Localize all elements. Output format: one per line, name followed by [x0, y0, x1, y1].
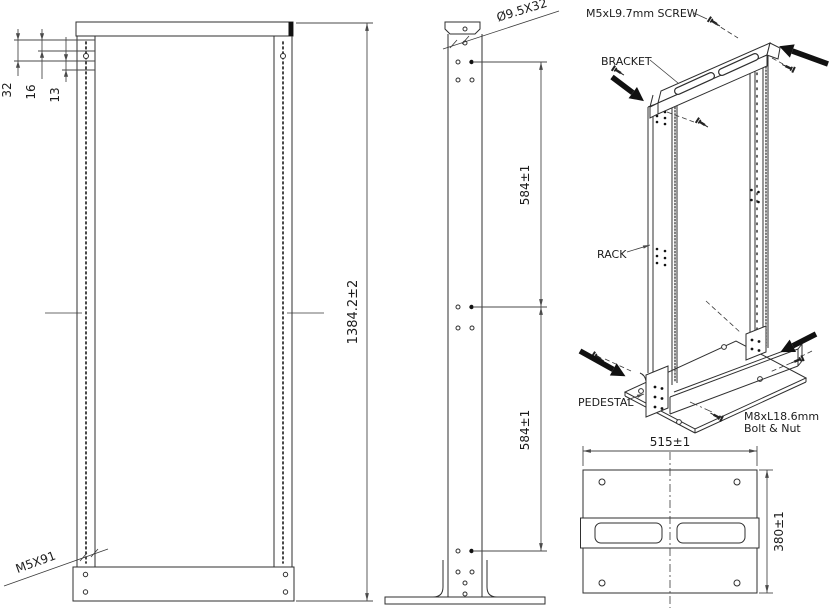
bolt-icon-bottom-right — [788, 354, 805, 368]
dimension-hole-pitch: 32 16 13 — [0, 29, 95, 103]
dim-label-16: 16 — [24, 84, 38, 99]
iso-left-post — [647, 95, 678, 390]
bottom-slot-right — [676, 522, 746, 544]
isometric-view: M5xL9.7mm SCREW BRACKET RACK PEDESTAL M8… — [576, 7, 830, 435]
label-bolt-text-line1: M8xL18.6mm — [744, 410, 819, 423]
dimension-pitch-lower: 584±1 — [474, 306, 547, 552]
front-right-column — [273, 36, 293, 567]
side-holes — [455, 26, 475, 597]
front-left-column — [76, 36, 96, 567]
iso-assembly-axes — [604, 22, 813, 413]
dim-label-plate-width: 515±1 — [650, 435, 691, 449]
bottom-view: 515±1 380±1 — [580, 435, 786, 608]
label-screw: M5xL9.7mm SCREW — [586, 7, 708, 20]
front-view: 32 16 13 1384.2±2 M5X91 — [0, 21, 373, 602]
dim-label-32: 32 — [0, 82, 14, 97]
label-pedestal-text: PEDESTAL — [578, 396, 634, 409]
side-view: Ø9.5X32 584±1 584±1 — [384, 0, 560, 605]
dim-label-height: 1384.2±2 — [346, 280, 361, 345]
label-rack-text: RACK — [597, 248, 627, 261]
dimension-pitch-upper: 584±1 — [474, 61, 547, 308]
label-pedestal: PEDESTAL — [578, 393, 645, 409]
dimension-overall-height: 1384.2±2 — [296, 22, 373, 602]
iso-top-bracket — [649, 42, 781, 119]
front-pedestal-base — [72, 566, 295, 602]
screw-icon-bracket-left — [694, 116, 711, 131]
callout-label-hole-spec: Ø9.5X32 — [495, 0, 549, 24]
screw-icon-top — [706, 15, 723, 30]
iso-left-foot — [639, 365, 669, 418]
dimension-plate-depth: 380±1 — [759, 469, 786, 594]
label-screw-text: M5xL9.7mm SCREW — [586, 7, 698, 20]
front-top-bracket — [75, 21, 294, 37]
iso-right-foot — [745, 325, 767, 361]
iso-right-post — [749, 47, 769, 356]
callout-label-m5x91: M5X91 — [14, 549, 58, 576]
label-bolt-nut: M8xL18.6mm Bolt & Nut — [744, 410, 819, 435]
dimension-plate-width: 515±1 — [582, 435, 758, 466]
side-top-cap — [444, 21, 481, 35]
bottom-slot-left — [594, 522, 663, 544]
screw-icon-right — [779, 60, 797, 74]
dim-label-plate-depth: 380±1 — [772, 511, 786, 552]
label-bracket: BRACKET — [601, 55, 679, 84]
dim-label-13: 13 — [48, 87, 62, 102]
dim-label-pitch-lower: 584±1 — [518, 410, 532, 451]
dim-label-pitch-upper: 584±1 — [518, 165, 532, 206]
label-bracket-text: BRACKET — [601, 55, 652, 68]
assembly-arrow-lower-left — [576, 344, 629, 383]
assembly-arrow-upper-left — [607, 71, 649, 107]
label-bolt-text-line2: Bolt & Nut — [744, 422, 801, 435]
label-rack: RACK — [597, 244, 651, 261]
side-foot — [384, 560, 546, 605]
